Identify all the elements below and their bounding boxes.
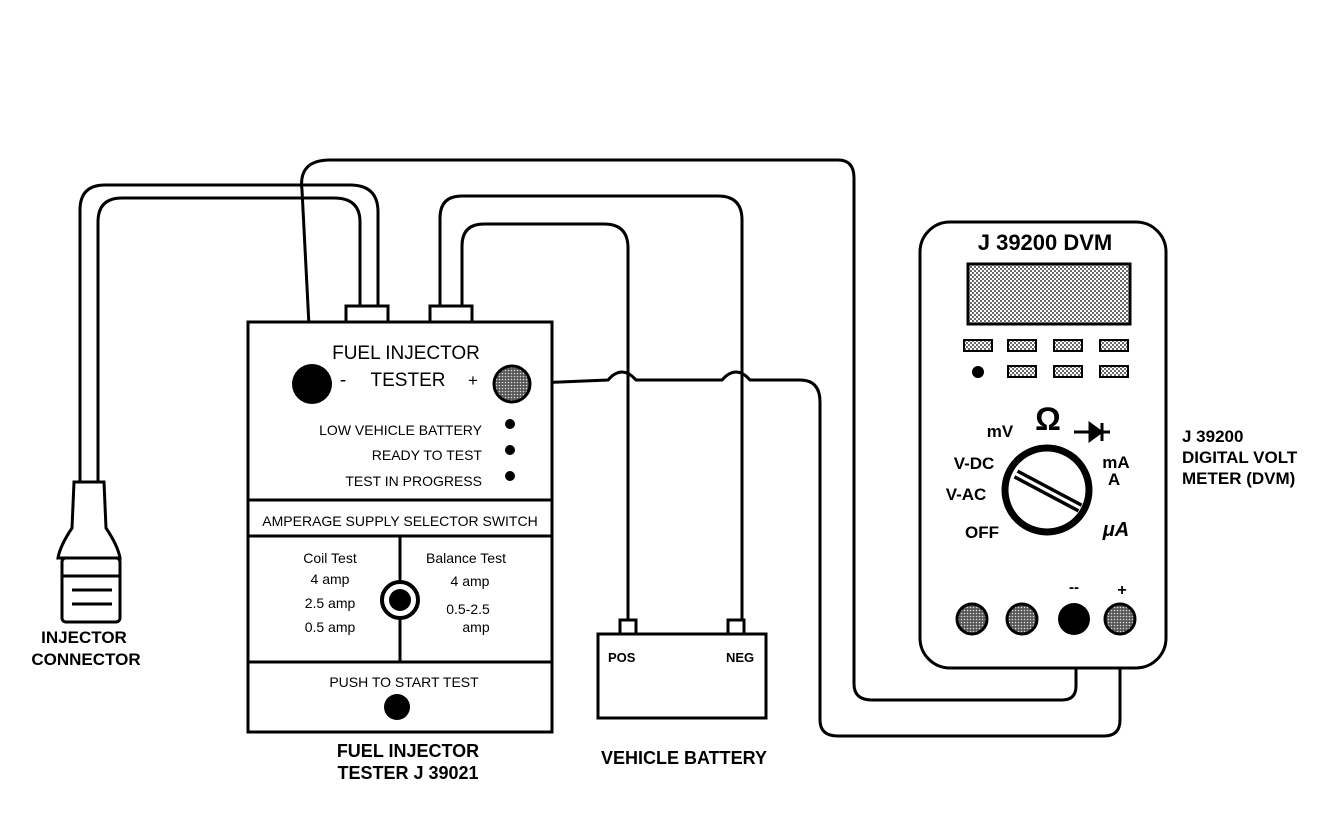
dvm-jack-minus[interactable] <box>1058 603 1090 635</box>
battery-cable-inner-2 <box>598 240 610 622</box>
battery-cable-inner <box>460 222 630 622</box>
injector-caption-2: CONNECTOR <box>31 650 140 669</box>
tester-title-1: FUEL INJECTOR <box>332 343 480 364</box>
led-ready <box>505 445 515 455</box>
dvm-side-label-1: J 39200 <box>1182 427 1243 446</box>
dvm-plus-lead <box>511 370 1122 738</box>
dvm-display <box>966 262 1132 326</box>
injector-connector <box>56 480 122 624</box>
battery-caption: VEHICLE BATTERY <box>601 748 767 768</box>
dial-vdc-label: V-DC <box>954 454 995 473</box>
indicator-low-battery: LOW VEHICLE BATTERY <box>319 422 483 438</box>
start-test-button[interactable] <box>384 694 410 720</box>
tester-title-2: TESTER <box>371 370 446 391</box>
diode-icon <box>1074 421 1110 443</box>
indicator-ready: READY TO TEST <box>372 447 483 463</box>
coil-test-opt-1: 4 amp <box>311 571 350 587</box>
dial-ua-label: μA <box>1102 519 1130 541</box>
selector-header: AMPERAGE SUPPLY SELECTOR SWITCH <box>262 513 537 529</box>
dvm-button-4[interactable] <box>1099 339 1129 352</box>
dvm-side-label-2: DIGITAL VOLT <box>1182 448 1298 467</box>
dial-mv-label: mV <box>987 422 1014 441</box>
amperage-selector-center <box>389 589 411 611</box>
dvm-rotary-dial[interactable] <box>1001 444 1093 536</box>
dvm-button-2[interactable] <box>1007 339 1037 352</box>
tester-minus-label: - <box>340 370 346 391</box>
balance-test-opt-3: amp <box>462 619 489 635</box>
coil-test-title: Coil Test <box>303 550 357 566</box>
dvm-terminal-minus-label: -- <box>1069 579 1079 596</box>
dvm-button-3[interactable] <box>1053 339 1083 352</box>
balance-test-title: Balance Test <box>426 550 506 566</box>
dvm-terminal-plus-label: + <box>1117 582 1126 599</box>
dvm-side-label-3: METER (DVM) <box>1182 469 1295 488</box>
tester-plus-jack[interactable] <box>492 364 532 404</box>
dvm-power-dot <box>972 366 984 378</box>
dial-off-label: OFF <box>965 523 999 542</box>
dial-ohm-label: Ω <box>1035 401 1061 437</box>
battery-pos-label: POS <box>608 650 636 665</box>
dvm-title: J 39200 DVM <box>978 230 1113 255</box>
coil-test-opt-3: 0.5 amp <box>305 619 356 635</box>
coil-test-opt-2: 2.5 amp <box>305 595 356 611</box>
dial-ma-label: mA <box>1102 453 1129 472</box>
connector-boot <box>56 480 122 560</box>
dvm-button-5[interactable] <box>1007 365 1037 378</box>
tester-caption-2: TESTER J 39021 <box>337 763 478 783</box>
tester-caption-1: FUEL INJECTOR <box>337 741 479 761</box>
injector-cable-inner <box>96 196 362 482</box>
dvm-button-6[interactable] <box>1053 365 1083 378</box>
injector-cable-outer <box>78 183 380 482</box>
indicator-in-progress: TEST IN PROGRESS <box>345 473 482 489</box>
dial-vac-label: V-AC <box>946 485 987 504</box>
balance-test-opt-2: 0.5-2.5 <box>446 601 490 617</box>
dvm-jack-2[interactable] <box>1005 602 1039 636</box>
dial-a-label: A <box>1108 470 1120 489</box>
balance-test-opt-1: 4 amp <box>451 573 490 589</box>
dvm-minus-lead <box>300 158 1078 702</box>
tester-plus-label: + <box>468 371 478 390</box>
led-in-progress <box>505 471 515 481</box>
push-to-start-label: PUSH TO START TEST <box>329 674 479 690</box>
dvm-button-7[interactable] <box>1099 365 1129 378</box>
dvm-button-1[interactable] <box>963 339 993 352</box>
vehicle-battery <box>596 618 768 720</box>
injector-caption-1: INJECTOR <box>41 628 127 647</box>
dvm-jack-1[interactable] <box>955 602 989 636</box>
battery-cable-outer <box>438 194 744 622</box>
dvm-buttons <box>963 339 1129 378</box>
tester-minus-jack[interactable] <box>292 364 332 404</box>
dvm-jack-plus[interactable] <box>1103 602 1137 636</box>
battery-neg-label: NEG <box>726 650 754 665</box>
wires <box>78 158 1122 738</box>
led-low-battery <box>505 419 515 429</box>
